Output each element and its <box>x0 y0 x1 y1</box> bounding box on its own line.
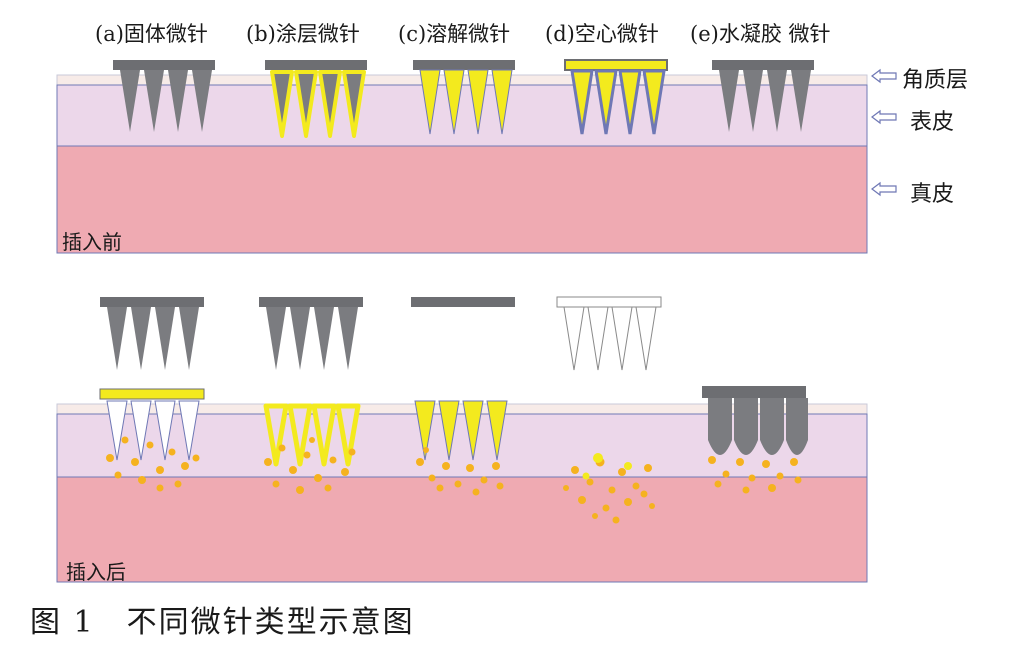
skin-before <box>56 74 868 254</box>
hydrogel-needle-before <box>712 60 814 132</box>
arrow-dermis <box>871 181 897 197</box>
coated-needle-removed <box>259 297 363 370</box>
state-label-after: 插入后 <box>66 560 126 584</box>
hydrogel-after-insert <box>702 386 808 455</box>
solid-needle-removed <box>100 297 204 370</box>
layer-label-dermis: 真皮 <box>910 182 955 207</box>
dissolving-base-removed <box>411 297 515 307</box>
type-label-hollow: (d)空心微针 <box>545 22 659 46</box>
state-label-before: 插入前 <box>62 230 122 254</box>
dissolving-after-insert <box>414 400 508 461</box>
hollow-needle-removed <box>556 296 662 371</box>
type-label-hydrogel: (e)水凝胶 微针 <box>690 22 831 46</box>
layer-label-epidermis: 表皮 <box>910 110 955 135</box>
hollow-release-highlights <box>582 453 632 480</box>
type-label-solid: (a)固体微针 <box>95 22 208 46</box>
type-label-dissolving: (c)溶解微针 <box>398 22 511 46</box>
drug-particles <box>106 436 802 524</box>
solid-after-insert <box>99 388 205 461</box>
arrow-stratum-corneum <box>871 68 897 84</box>
dissolving-needle-before <box>413 60 515 135</box>
hollow-needle-before <box>564 59 668 135</box>
dermis-after <box>56 476 868 583</box>
layer-label-stratum-corneum: 角质层 <box>902 68 969 93</box>
dermis-before <box>56 145 868 254</box>
coated-needle-before <box>265 60 367 138</box>
figure-caption: 图 1 不同微针类型示意图 <box>30 605 415 640</box>
type-label-coated: (b)涂层微针 <box>246 22 360 46</box>
arrow-epidermis <box>871 109 897 125</box>
solid-needle-before <box>113 60 215 132</box>
layer-arrows <box>871 68 897 197</box>
coated-after-insert <box>263 403 361 467</box>
